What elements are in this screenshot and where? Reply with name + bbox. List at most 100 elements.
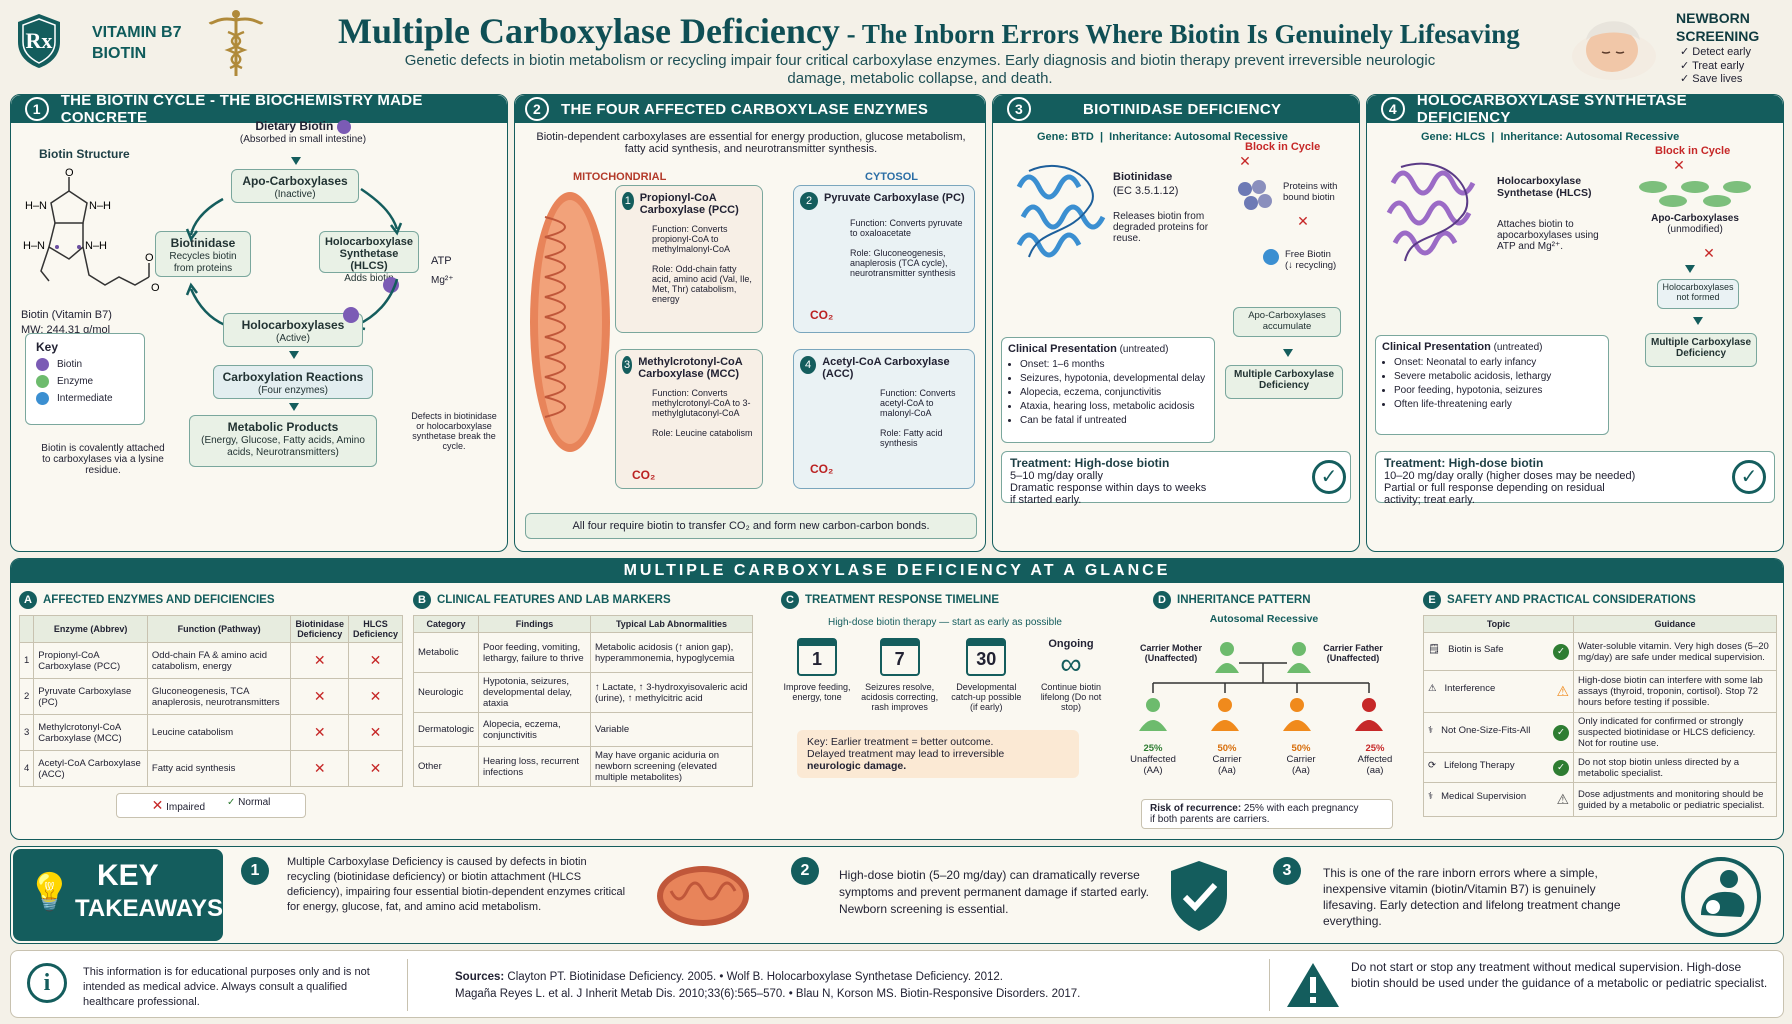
checkmark-circle-icon: ✓ <box>1312 460 1346 494</box>
proteins-icon <box>1235 179 1275 215</box>
biotinidase-desc: Releases biotin from degraded proteins f… <box>1113 211 1209 244</box>
table-row: ⟳Lifelong Therapy✓Do not stop biotin unl… <box>1423 752 1777 783</box>
table-row: ⚠Interference⚠High-dose biotin can inter… <box>1423 670 1777 713</box>
child-label: 50%Carrier(Aa) <box>1286 743 1316 776</box>
timeline-step: 30 Developmental catch-up possible (if e… <box>946 638 1026 712</box>
free-biotin-dot-icon <box>1263 249 1279 265</box>
apo-carboxylases-box: Apo-Carboxylases(Inactive) <box>231 169 359 203</box>
cyto-label: CYTOSOL <box>865 171 918 183</box>
intermediate-swatch-icon <box>36 392 49 405</box>
caduceus-icon <box>208 8 264 78</box>
info-icon: i <box>27 963 67 1003</box>
impaired-x-icon: ✕ <box>347 642 404 679</box>
hlcs-enzyme-name: Holocarboxylase Synthetase (HLCS) <box>1497 175 1592 199</box>
mother-baby-icon <box>1677 855 1765 939</box>
biotin-dot-icon <box>343 307 359 323</box>
block-x-icon: ✕ <box>1239 153 1251 169</box>
clinical-list: Onset: 1–6 monthsSeizures, hypotonia, de… <box>1008 359 1208 426</box>
footer: i This information is for educational pu… <box>10 950 1784 1018</box>
warning-icon: ⚠ <box>1428 683 1437 694</box>
panel4-title: HOLOCARBOXYLASE SYNTHETASE DEFICIENCY <box>1416 94 1687 126</box>
mito-label: MITOCHONDRIAL <box>573 171 667 183</box>
impaired-x-icon: ✕ <box>290 714 349 751</box>
metabolic-products-box: Metabolic Products(Energy, Glucose, Fatt… <box>189 415 377 467</box>
lightbulb-icon: 💡 <box>27 871 72 912</box>
safe-icon: 🗒 <box>1428 643 1441 655</box>
timeline-step: Ongoing ∞ Continue biotin lifelong (Do n… <box>1033 638 1109 712</box>
header: Rx VITAMIN B7 BIOTIN Multiple Carboxylas… <box>0 0 1792 88</box>
svg-text:O: O <box>145 252 154 264</box>
panel2-intro: Biotin-dependent carboxylases are essent… <box>536 131 966 155</box>
carrier-mother: Carrier Mother (Unaffected) <box>1139 643 1202 663</box>
holo-not-formed-box: Holocarboxylases not formed <box>1657 279 1739 309</box>
clinical-box-3: Clinical Presentation (untreated) Onset:… <box>1001 337 1215 443</box>
takeaway-number: 2 <box>791 857 819 885</box>
brand-line2: BIOTIN <box>92 45 147 62</box>
warning-triangle-icon: ⚠ <box>1556 791 1569 807</box>
stethoscope-icon: ⚕ <box>1428 791 1434 802</box>
mcd-box: Multiple Carboxylase Deficiency <box>1225 365 1343 399</box>
impaired-x-icon: ✕ <box>347 678 404 715</box>
check-icon: ✓ <box>1680 73 1693 85</box>
timeline-key: Key: Earlier treatment = better outcome.… <box>797 730 1079 778</box>
co2-label: CO₂ <box>810 308 834 322</box>
takeaway-text: High-dose biotin (5–20 mg/day) can drama… <box>839 868 1149 916</box>
clinical-box-4: Clinical Presentation (untreated) Onset:… <box>1375 335 1609 435</box>
calendar-icon: 30 <box>966 638 1007 676</box>
takeaways-section: 💡 KEY TAKEAWAYS 1 Multiple Carboxylase D… <box>10 846 1784 944</box>
table-legend: ✕ Impaired ✓ Normal <box>116 793 306 818</box>
disclaimer: This information is for educational purp… <box>83 966 370 1008</box>
calendar-icon: 1 <box>797 638 837 676</box>
glance-section: MULTIPLE CARBOXYLASE DEFICIENCY AT A GLA… <box>10 558 1784 840</box>
mg-label: Mg²⁺ <box>431 275 454 286</box>
impaired-x-icon: ✕ <box>290 678 349 715</box>
holocarboxylases-box: Holocarboxylases(Active) <box>223 313 363 347</box>
calendar-icon: 7 <box>879 638 920 676</box>
warning-icon <box>1285 961 1341 1009</box>
shield-check-icon <box>1167 859 1231 933</box>
biotin-swatch-icon <box>36 358 49 371</box>
block-x-icon: ✕ <box>1297 213 1309 229</box>
key-item: Biotin <box>36 358 134 371</box>
hlcs-protein-image <box>1381 157 1487 269</box>
svg-text:O: O <box>65 167 74 179</box>
footer-divider <box>1269 959 1270 1011</box>
panel2-number: 2 <box>525 97 549 121</box>
takeaway-number: 1 <box>241 857 269 885</box>
takeaway-item-2: 2 High-dose biotin (5–20 mg/day) can dra… <box>791 855 1191 918</box>
enzymes-table: Enzyme (Abbrev)Function (Pathway)Biotini… <box>18 615 404 787</box>
covalent-note: Biotin is covalently attached to carboxy… <box>41 443 165 476</box>
apo-ovals-icon <box>1637 179 1755 209</box>
carrier-father: Carrier Father (Unaffected) <box>1323 643 1383 663</box>
warning-triangle-icon: ⚠ <box>1556 683 1569 699</box>
panel3-title: BIOTINIDASE DEFICIENCY <box>1083 100 1282 118</box>
arrow-down-icon <box>291 157 301 165</box>
child-label: 50%Carrier(Aa) <box>1212 743 1242 776</box>
sources: Sources: Clayton PT. Biotinidase Deficie… <box>455 971 1081 1000</box>
clinical-list: Onset: Neonatal to early infancySevere m… <box>1382 357 1602 410</box>
brand-line1: VITAMIN B7 <box>92 24 182 41</box>
biotinidase-enzyme-name: Biotinidase <box>1113 171 1173 183</box>
infinity-icon: ∞ <box>1060 648 1082 681</box>
block-label: Block in Cycle <box>1245 141 1321 153</box>
inheritance-sub: Autosomal Recessive <box>1209 613 1319 625</box>
child-label: 25%Unaffected(AA) <box>1130 743 1176 776</box>
check-circle-icon: ✓ <box>1553 759 1569 776</box>
table-row: 🗒Biotin is Safe✓Water-soluble vitamin. V… <box>1423 632 1777 671</box>
biotin-name: Biotin (Vitamin B7) <box>21 309 112 321</box>
